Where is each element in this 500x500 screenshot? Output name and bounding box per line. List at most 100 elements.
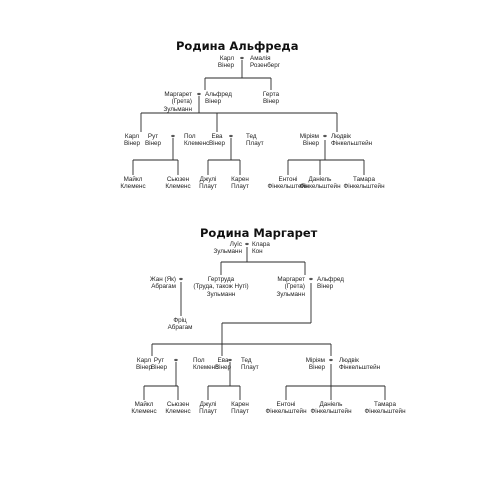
person-name-line: Сьюзен — [166, 176, 190, 183]
person-name-line: Плаут — [231, 408, 249, 416]
person-name-line: Фінкельштейн — [265, 408, 307, 416]
person-name-line: Абрагам — [151, 283, 176, 291]
person-name-line: Зульманн — [206, 290, 236, 298]
person-name-line: Вінер — [308, 364, 325, 372]
person-name-line: Сьюзен — [166, 401, 190, 408]
tree2-title: Родина Маргарет — [200, 226, 318, 240]
person-name-line: Міріям — [299, 133, 319, 140]
person-name-line: Плаут — [241, 364, 259, 372]
person-name-line: Карен — [231, 401, 249, 408]
person-name-line: Клеменс — [184, 140, 210, 148]
person-name-line: Плаут — [246, 140, 264, 148]
person-name-line: (Труда, також Нуті) — [193, 283, 249, 291]
marriage-symbol-icon: ⚭ — [328, 356, 334, 364]
person-name-line: Альфред — [317, 276, 344, 283]
person-name-line: Вінер — [144, 140, 162, 148]
person-name-line: Вінер — [123, 140, 141, 148]
person-name-line: Карен — [231, 176, 249, 183]
person-name-line: Фінкельштейн — [331, 140, 373, 148]
person-name-line: Фінкельштейн — [299, 183, 341, 191]
person-name-line: Даніель — [319, 401, 343, 408]
marriage-symbol-icon: ⚭ — [244, 240, 250, 248]
person-name-line: Пол — [184, 133, 196, 140]
person-name-line: Плаут — [199, 183, 217, 191]
person-name-line: Ева — [211, 133, 223, 140]
person-name-line: Жан (Як) — [149, 276, 176, 283]
person-name-line: Ентоні — [276, 401, 296, 408]
person-name-line: Клеменс — [131, 408, 157, 416]
person-name-line: Тед — [241, 357, 252, 364]
person-name-line: Фінкельштейн — [267, 183, 309, 191]
person-name-line: Маргарет — [164, 91, 192, 98]
person-name-line: Альфред — [205, 91, 232, 98]
marriage-symbol-icon: ⚭ — [227, 356, 233, 364]
person-name-line: Клеменс — [120, 183, 146, 191]
tree2-person-jean: Жан (Як)Абрагам — [150, 276, 176, 291]
marriage-symbol-icon: ⚭ — [322, 132, 328, 140]
person-name-line: Зульманн — [276, 290, 305, 298]
tree1-title: Родина Альфреда — [176, 39, 299, 53]
person-name-line: Карл — [136, 357, 152, 364]
person-name-line: Клеменс — [193, 364, 219, 372]
person-name-line: Луїс — [229, 241, 242, 248]
marriage-symbol-icon: ⚭ — [239, 54, 245, 62]
person-name-line: Джулі — [199, 401, 217, 408]
person-name-line: Зульманн — [163, 105, 192, 113]
person-name-line: Вінер — [214, 364, 232, 372]
person-name-line: Даніель — [308, 176, 332, 183]
person-name-line: Зульманн — [213, 248, 242, 256]
person-name-line: Плаут — [231, 183, 249, 191]
person-name-line: Розенберг — [250, 62, 280, 70]
person-name-line: Джулі — [199, 176, 217, 183]
person-name-line: Вінер — [208, 140, 226, 148]
person-name-line: Гертруда — [207, 276, 235, 283]
person-name-line: Тед — [246, 133, 257, 140]
tree1-person-margaret: Маргарет(Грета)Зульманн — [163, 91, 192, 113]
person-name-line: Міріям — [305, 357, 325, 364]
person-name-line: Клеменс — [165, 183, 191, 191]
person-name-line: Майкл — [123, 176, 143, 183]
person-name-line: Карл — [219, 55, 234, 62]
person-name-line: Майкл — [134, 401, 154, 408]
person-name-line: Фінкельштейн — [339, 364, 381, 372]
person-name-line: Фінкельштейн — [310, 408, 352, 416]
person-name-line: Амалія — [250, 55, 271, 62]
person-name-line: Рут — [153, 357, 165, 364]
marriage-symbol-icon: ⚭ — [178, 275, 184, 283]
person-name-line: Герта — [262, 91, 280, 98]
person-name-line: Карл — [124, 133, 140, 140]
person-name-line: Вінер — [317, 283, 334, 291]
person-name-line: Вінер — [302, 140, 319, 148]
person-name-line: Пол — [193, 357, 205, 364]
person-name-line: Вінер — [135, 364, 153, 372]
marriage-symbol-icon: ⚭ — [196, 90, 202, 98]
